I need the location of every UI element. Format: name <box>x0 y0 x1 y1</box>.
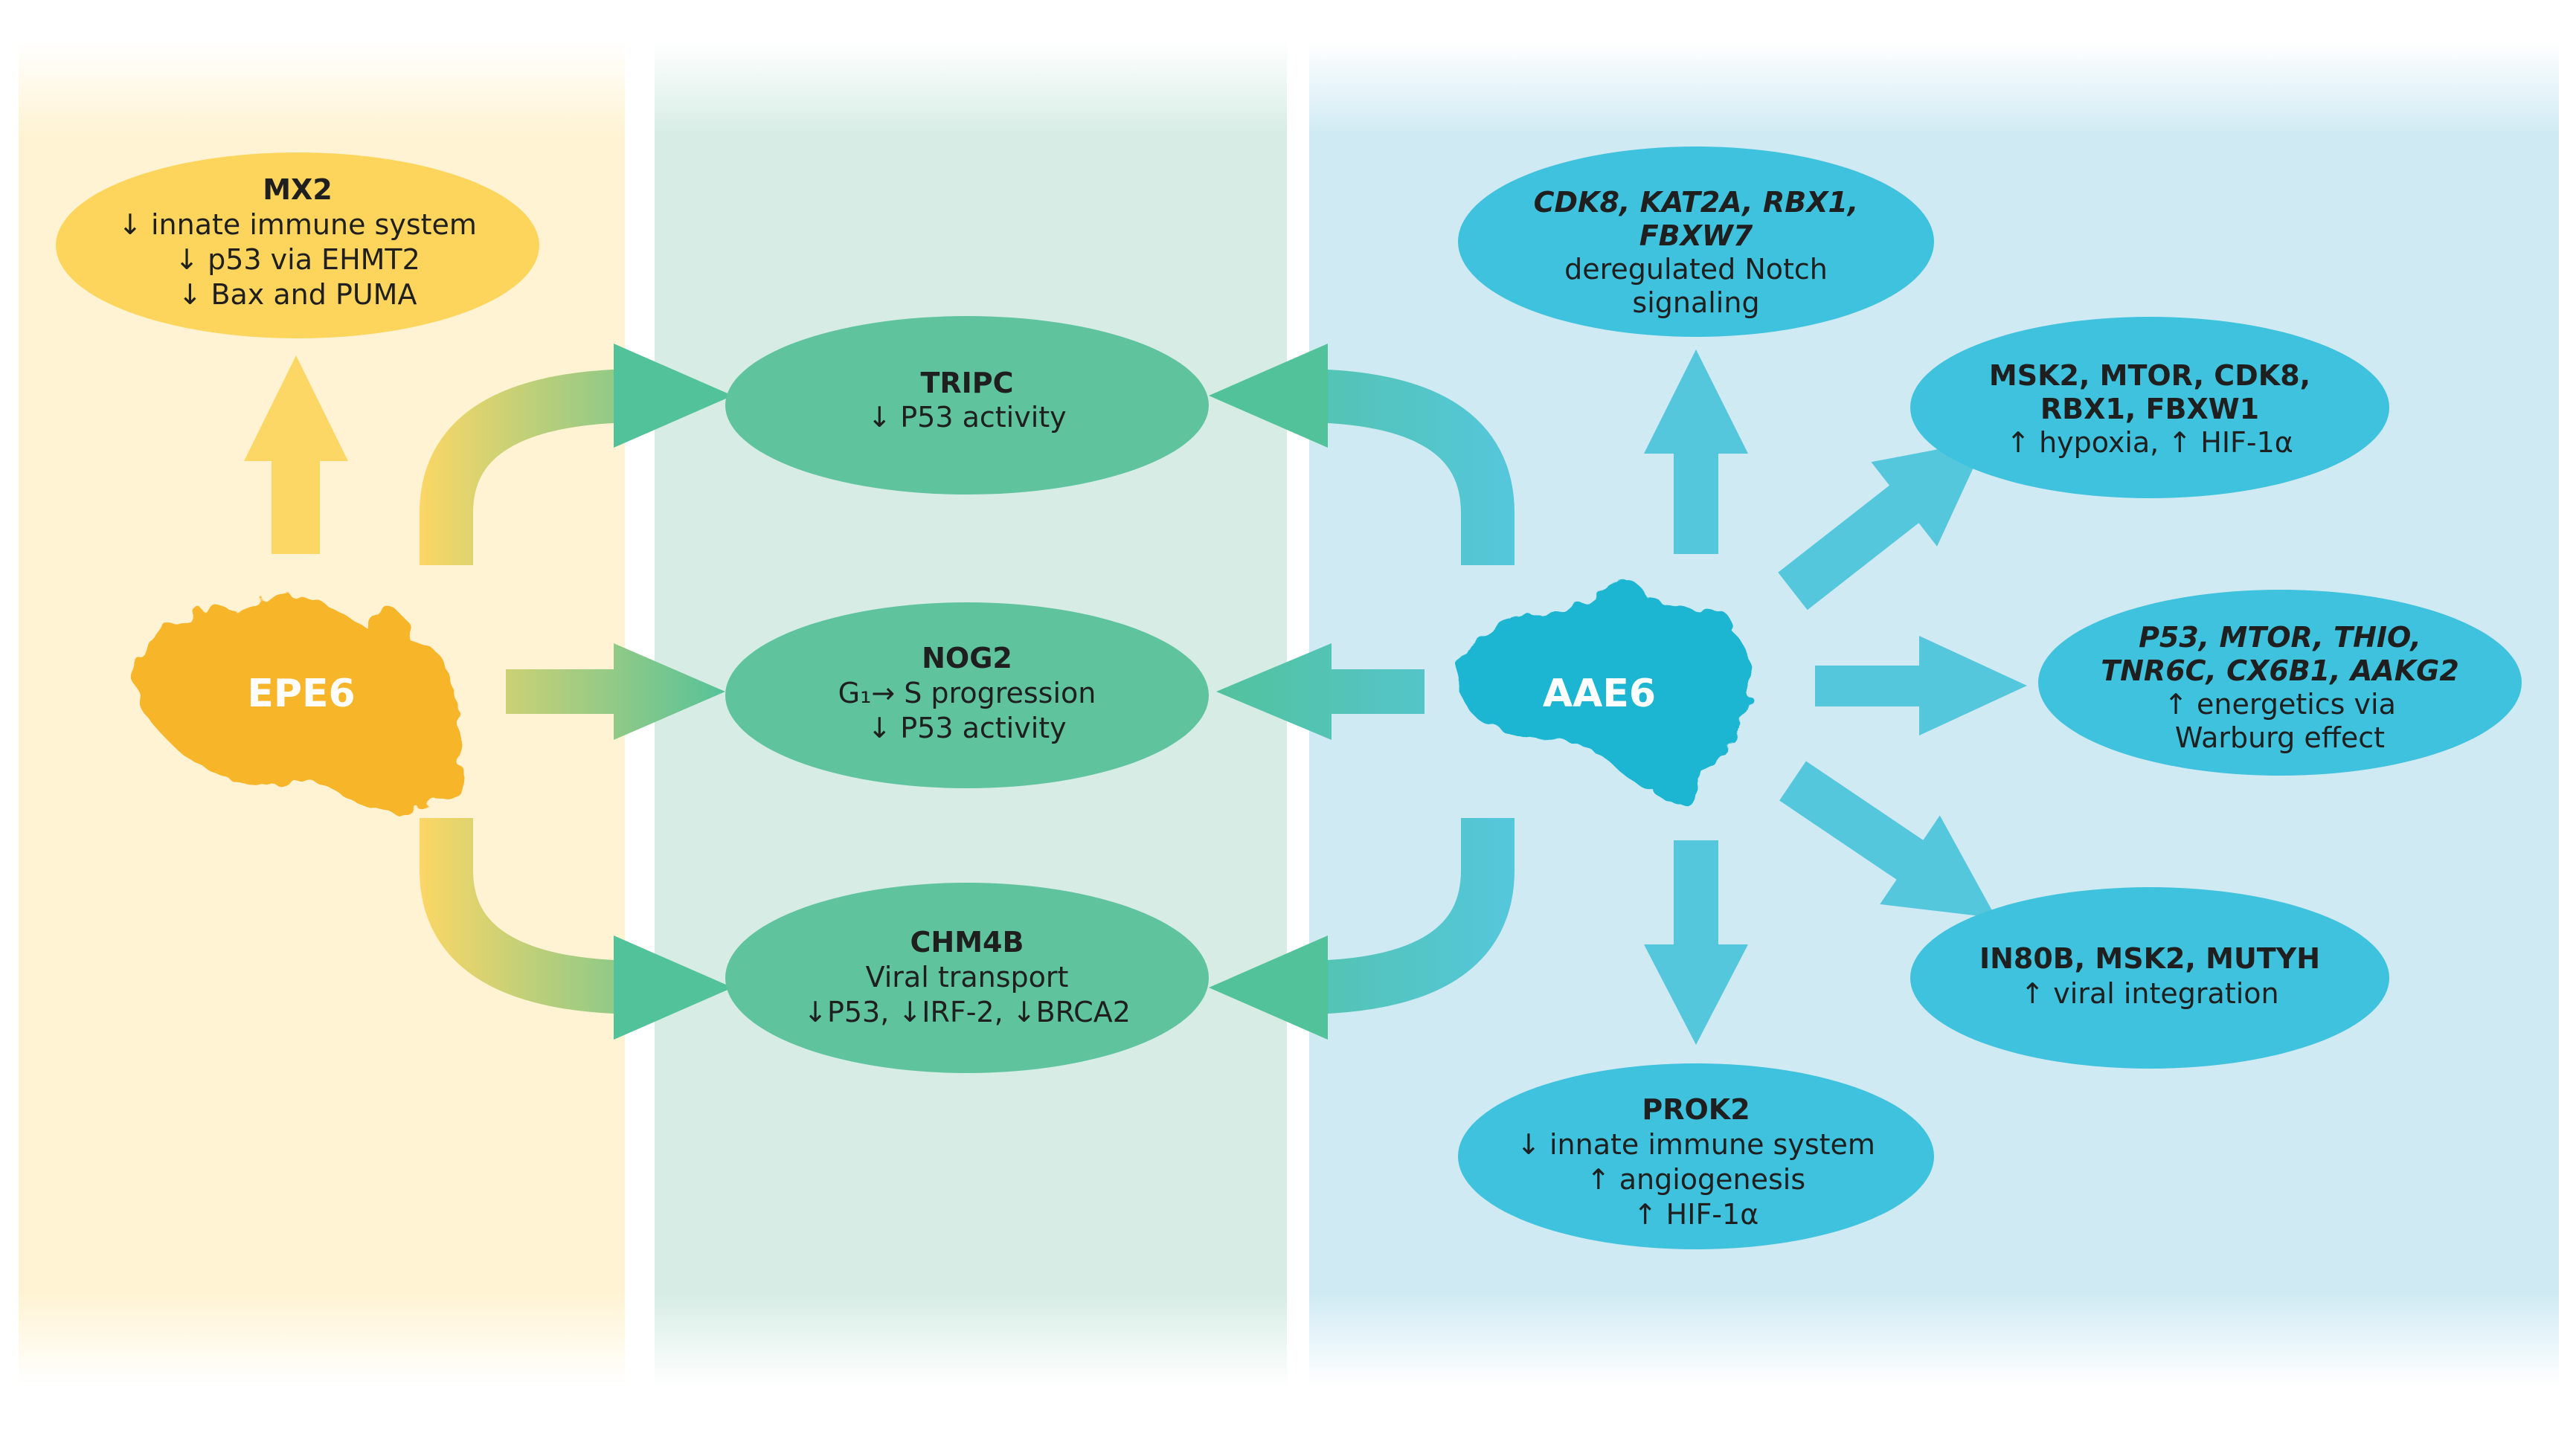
epe6-label: EPE6 <box>247 672 355 716</box>
node-tripc-title: TRIPC <box>920 367 1013 399</box>
arrow-aae6-to-cdk8 <box>1644 350 1748 554</box>
arrow-epe6-to-tripc <box>420 369 637 565</box>
epe6-protein: EPE6 <box>133 595 463 813</box>
arrow-aae6-to-tripc <box>1305 369 1515 565</box>
arrow-aae6-to-chm4b-head <box>1209 936 1328 1040</box>
node-nog2-line-1: G₁→ S progression <box>838 677 1096 709</box>
aae6-protein: AAE6 <box>1459 579 1753 803</box>
node-prok2-line-2: ↑ angiogenesis <box>1587 1163 1805 1196</box>
node-p53-title-2: TNR6C, CX6B1, AAKG2 <box>2101 654 2459 687</box>
node-in80b-line-1: ↑ viral integration <box>2020 977 2278 1010</box>
node-chm4b: CHM4B Viral transport ↓P53, ↓IRF-2, ↓BRC… <box>725 883 1209 1073</box>
node-mx2-line-2: ↓ p53 via EHMT2 <box>175 243 420 276</box>
arrow-aae6-to-msk2 <box>1778 439 1987 611</box>
aae6-label: AAE6 <box>1543 672 1656 716</box>
arrow-epe6-to-chm4b-head <box>614 936 733 1040</box>
node-msk2-title-1: MSK2, MTOR, CDK8, <box>1989 359 2310 392</box>
node-msk2-line-1: ↑ hypoxia, ↑ HIF-1α <box>2006 426 2293 459</box>
arrow-epe6-to-tripc-head <box>614 344 733 448</box>
node-tripc-line-1: ↓ P53 activity <box>867 401 1066 434</box>
node-prok2-line-3: ↑ HIF-1α <box>1634 1198 1759 1231</box>
arrow-aae6-to-tripc-head <box>1209 344 1328 448</box>
node-msk2-title-2: RBX1, FBXW1 <box>2040 393 2259 425</box>
node-chm4b-title: CHM4B <box>910 926 1024 959</box>
node-chm4b-line-1: Viral transport <box>866 961 1069 994</box>
node-tripc: TRIPC ↓ P53 activity <box>725 316 1209 495</box>
arrow-aae6-to-chm4b <box>1305 818 1515 1014</box>
node-prok2: PROK2 ↓ innate immune system ↑ angiogene… <box>1458 1063 1934 1249</box>
arrow-aae6-to-nog2 <box>1216 643 1424 740</box>
arrow-epe6-to-mx2 <box>244 355 348 554</box>
node-nog2-line-2: ↓ P53 activity <box>867 712 1066 744</box>
node-cdk8-title-2: FBXW7 <box>1639 219 1753 252</box>
node-mx2: MX2 ↓ innate immune system ↓ p53 via EHM… <box>56 152 539 338</box>
node-p53-line-2: Warburg effect <box>2175 721 2385 754</box>
arrow-aae6-to-prok2 <box>1644 840 1748 1045</box>
node-in80b-title: IN80B, MSK2, MUTYH <box>1979 942 2320 975</box>
arrow-aae6-to-in80b <box>1779 761 1997 918</box>
node-mx2-line-1: ↓ innate immune system <box>118 208 477 241</box>
node-prok2-title: PROK2 <box>1642 1093 1750 1126</box>
node-p53-title-1: P53, MTOR, THIO, <box>2139 621 2421 654</box>
node-mx2-line-3: ↓ Bax and PUMA <box>179 278 417 311</box>
arrow-epe6-to-chm4b <box>420 818 637 1014</box>
node-cdk8-line-2: signaling <box>1632 286 1759 319</box>
node-cdk8-title-1: CDK8, KAT2A, RBX1, <box>1534 186 1859 219</box>
node-p53: P53, MTOR, THIO, TNR6C, CX6B1, AAKG2 ↑ e… <box>2038 590 2522 776</box>
node-msk2: MSK2, MTOR, CDK8, RBX1, FBXW1 ↑ hypoxia,… <box>1910 317 2389 498</box>
node-nog2-title: NOG2 <box>922 642 1012 674</box>
node-p53-line-1: ↑ energetics via <box>2164 688 2396 721</box>
node-in80b: IN80B, MSK2, MUTYH ↑ viral integration <box>1910 887 2389 1069</box>
arrow-epe6-to-nog2 <box>506 643 725 740</box>
arrow-aae6-to-p53 <box>1815 636 2027 735</box>
node-chm4b-line-2: ↓P53, ↓IRF-2, ↓BRCA2 <box>803 996 1131 1028</box>
node-cdk8: CDK8, KAT2A, RBX1, FBXW7 deregulated Not… <box>1458 146 1934 337</box>
node-prok2-line-1: ↓ innate immune system <box>1517 1128 1875 1161</box>
node-mx2-title: MX2 <box>263 173 333 206</box>
node-cdk8-line-1: deregulated Notch <box>1564 253 1828 286</box>
node-nog2: NOG2 G₁→ S progression ↓ P53 activity <box>725 602 1209 788</box>
